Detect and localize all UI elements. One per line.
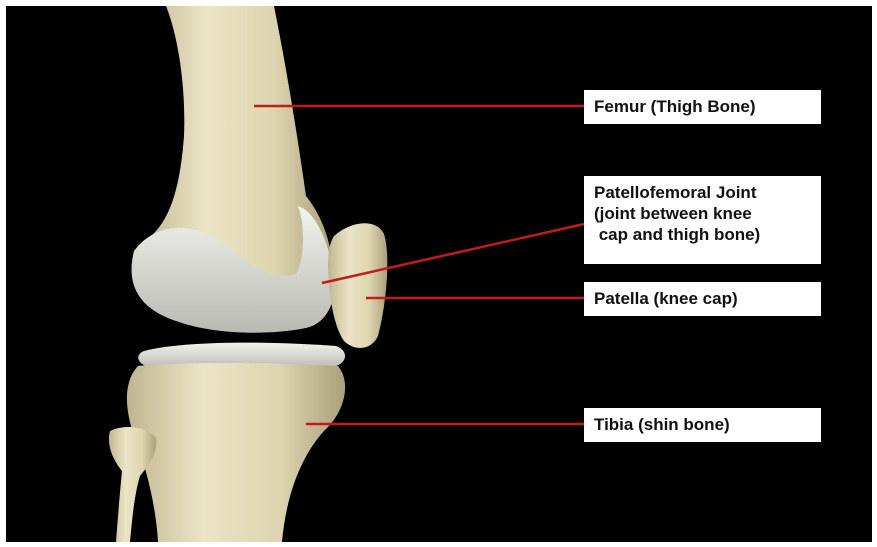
patella-label-text: Patella (knee cap) — [594, 288, 811, 309]
patellofemoral-label-line-3: cap and thigh bone) — [594, 224, 811, 245]
tibia-bone — [127, 363, 345, 542]
femur-label-text: Femur (Thigh Bone) — [594, 96, 811, 117]
patella-bone — [328, 223, 387, 348]
patella-label: Patella (knee cap) — [584, 282, 821, 316]
patellofemoral-label-line-1: Patellofemoral Joint — [594, 182, 811, 203]
knee-anatomy-illustration — [6, 6, 872, 542]
diagram-frame: Femur (Thigh Bone) Patellofemoral Joint … — [6, 6, 872, 542]
patellofemoral-joint-label: Patellofemoral Joint (joint between knee… — [584, 176, 821, 264]
fibula-bone — [109, 427, 156, 542]
tibia-label-text: Tibia (shin bone) — [594, 414, 811, 435]
patellofemoral-label-line-2: (joint between knee — [594, 203, 811, 224]
femur-label: Femur (Thigh Bone) — [584, 90, 821, 124]
tibia-label: Tibia (shin bone) — [584, 408, 821, 442]
